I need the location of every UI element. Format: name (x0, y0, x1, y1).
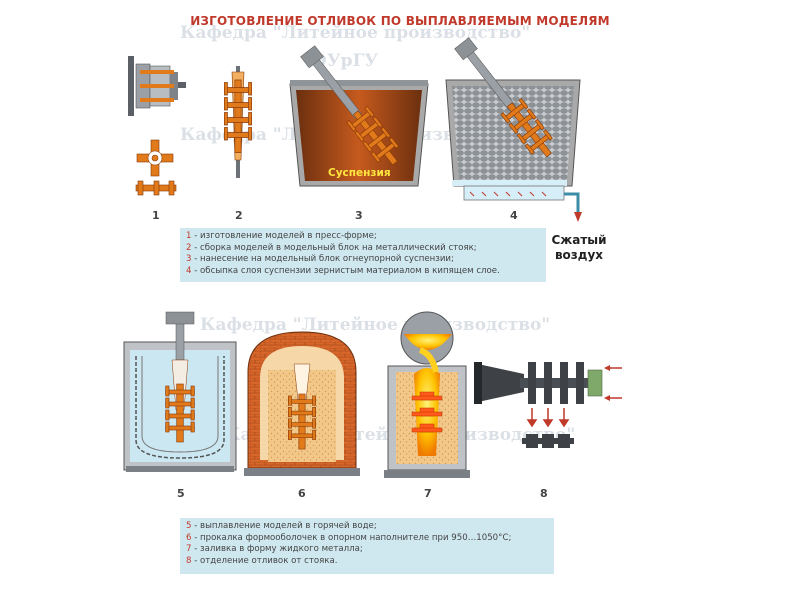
legend-top-row: 4 - обсыпка слоя суспензии зернистым мат… (186, 265, 500, 276)
legend-bottom-row: 6 - прокалка формооболочек в опорном нап… (186, 532, 512, 543)
step-number-6: 6 (298, 487, 306, 500)
step-number-4: 4 (510, 209, 518, 222)
step-3-suspension-tank: Суспензия 3 (289, 45, 429, 222)
page-title: ИЗГОТОВЛЕНИЕ ОТЛИВОК ПО ВЫПЛАВЛЯЕМЫМ МОД… (190, 14, 610, 28)
legend-top-row: 3 - нанесение на модельный блок огнеупор… (186, 254, 454, 265)
step-1-press-form: 1 (128, 56, 186, 222)
watermark-1: Кафедра "Литейное производство" (180, 23, 530, 43)
step-7-pouring: 7 (384, 311, 470, 500)
legend-bottom-row: 5 - выплавление моделей в горячей воде; (186, 521, 377, 531)
step-number-3: 3 (355, 209, 363, 222)
compressed-air-label: Сжатый воздух (540, 233, 618, 263)
step-8-separation: 8 (474, 362, 622, 500)
legend-bottom-row: 8 - отделение отливок от стояка. (186, 555, 338, 566)
legend-top-row: 2 - сборка моделей в модельный блок на м… (186, 242, 477, 253)
step-number-2: 2 (235, 209, 243, 222)
legend-top-row: 1 - изготовление моделей в пресс-форме; (186, 231, 377, 241)
step-5-melt-out: 5 (123, 311, 237, 500)
step-2-model-block: 2 (223, 66, 253, 222)
air-line-2: воздух (554, 248, 604, 262)
step-number-7: 7 (424, 487, 432, 500)
step-number-8: 8 (540, 487, 548, 500)
step-4-fluidized-bed: 4 (445, 37, 582, 222)
suspension-label: Суспензия (328, 167, 391, 179)
watermark-4: Кафедра "Литейное производство" (200, 315, 550, 335)
legend-bottom-row: 7 - заливка в форму жидкого металла; (186, 544, 363, 555)
legend-bottom: 5 - выплавление моделей в горячей воде; … (180, 518, 554, 574)
step-number-1: 1 (152, 209, 160, 222)
legend-top: 1 - изготовление моделей в пресс-форме; … (180, 228, 546, 282)
step-number-5: 5 (177, 487, 185, 500)
step-6-furnace: 6 (244, 331, 360, 500)
air-line-1: Сжатый (551, 233, 607, 247)
